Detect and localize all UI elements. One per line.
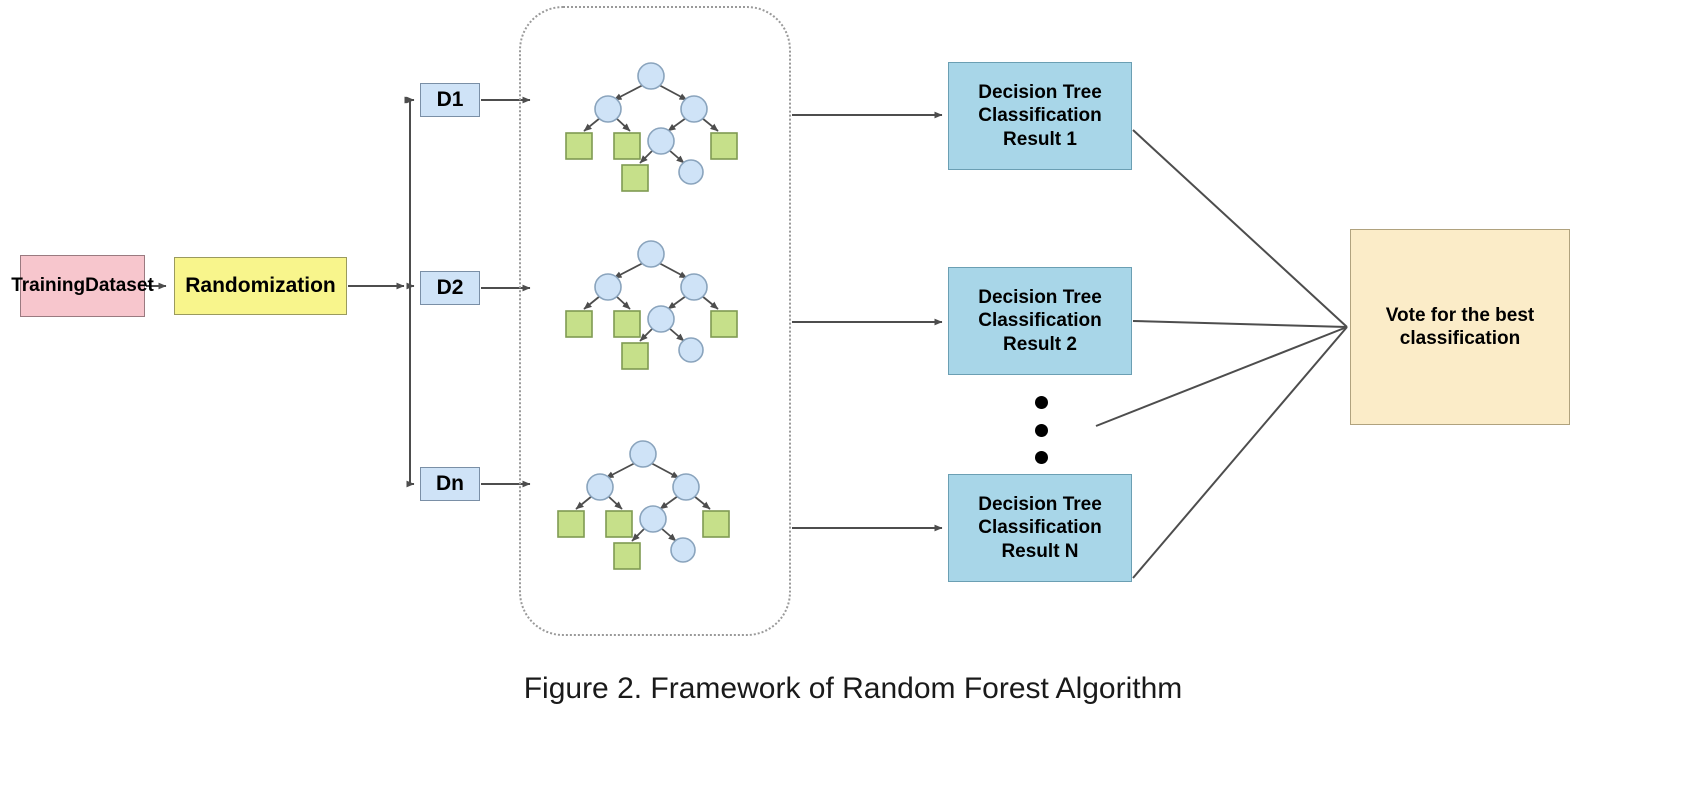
tree-node-left [586, 473, 614, 501]
decision-tree-result-box-2[interactable]: Decision Tree Classification Result 2 [948, 267, 1132, 375]
vertical-ellipsis-icon [1031, 396, 1051, 464]
tree-node-mid [647, 127, 675, 155]
tree-leaf-3 [710, 310, 738, 338]
sample-label-d1: D1 [436, 88, 464, 112]
decision-tree-3 [557, 440, 730, 570]
tree-leaf-2 [605, 510, 633, 538]
tree-node-left [594, 273, 622, 301]
tree-leaf-3 [702, 510, 730, 538]
result-2-line3: Result 2 [1003, 333, 1077, 355]
tree-node-deep [670, 537, 696, 563]
tree-node-root [637, 240, 665, 268]
tree-node-mid [639, 505, 667, 533]
tree-node-root [637, 62, 665, 90]
vote-best-classification-box[interactable]: Vote for the best classification [1350, 229, 1570, 425]
result-2-line1: Decision Tree [978, 287, 1102, 309]
sample-label-d2: D2 [436, 276, 464, 300]
sample-box-dn[interactable]: Dn [420, 467, 480, 501]
ellipsis-dot-3 [1034, 451, 1048, 464]
decision-tree-result-box-n[interactable]: Decision Tree Classification Result N [948, 474, 1132, 582]
tree-leaf-1 [557, 510, 585, 538]
tree-leaf-4 [621, 342, 649, 370]
decision-tree-ensemble-container [519, 6, 791, 636]
result-1-line1: Decision Tree [978, 82, 1102, 104]
tree-leaf-3 [710, 132, 738, 160]
tree-node-deep [678, 337, 704, 363]
tree-node-deep [678, 159, 704, 185]
decision-tree-result-box-1[interactable]: Decision Tree Classification Result 1 [948, 62, 1132, 170]
tree-leaf-1 [565, 310, 593, 338]
ellipsis-dot-2 [1034, 423, 1048, 437]
result-n-line2: Classification [978, 517, 1102, 539]
result-n-line1: Decision Tree [978, 494, 1102, 516]
decision-tree-2 [565, 240, 738, 370]
randomization-box[interactable]: Randomization [174, 257, 347, 315]
tree-node-right [680, 95, 708, 123]
tree-node-right [672, 473, 700, 501]
tree-leaf-4 [613, 542, 641, 570]
sample-box-d1[interactable]: D1 [420, 83, 480, 117]
sample-box-d2[interactable]: D2 [420, 271, 480, 305]
result-n-line3: Result N [1001, 540, 1079, 562]
randomization-label: Randomization [185, 274, 336, 298]
training-dataset-label-line2: Dataset [85, 275, 154, 297]
figure-caption: Figure 2. Framework of Random Forest Alg… [523, 672, 1183, 705]
training-dataset-box[interactable]: Training Dataset [11, 255, 154, 317]
tree-leaf-4 [621, 164, 649, 192]
tree-node-left [594, 95, 622, 123]
vote-label-line1: Vote for the best [1385, 304, 1535, 326]
tree-leaf-2 [613, 132, 641, 160]
tree-node-mid [647, 305, 675, 333]
tree-node-right [680, 273, 708, 301]
result-1-line3: Result 1 [1003, 128, 1077, 150]
result-1-line2: Classification [978, 105, 1102, 127]
vote-label-line2: classification [1399, 328, 1521, 349]
training-dataset-label-line1: Training [11, 275, 86, 297]
ellipsis-dot-1 [1034, 396, 1048, 409]
decision-tree-1 [565, 62, 738, 192]
tree-leaf-2 [613, 310, 641, 338]
tree-node-root [629, 440, 657, 468]
result-2-line2: Classification [978, 310, 1102, 332]
tree-leaf-1 [565, 132, 593, 160]
sample-label-dn: Dn [436, 472, 464, 496]
